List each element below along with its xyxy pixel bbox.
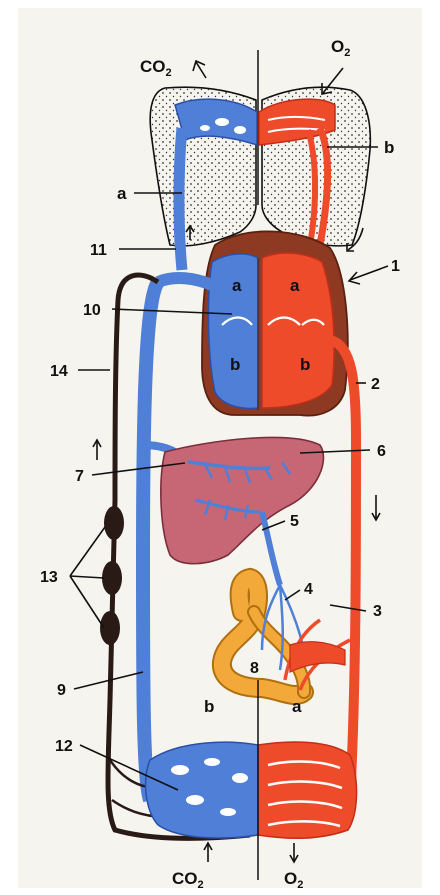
heart (202, 231, 348, 415)
label-10: 10 (83, 302, 101, 319)
label-12: 12 (55, 738, 73, 755)
label-14: 14 (50, 363, 68, 380)
lymph-node-icon (100, 611, 120, 645)
label-11: 11 (90, 242, 107, 259)
label-capillary-b: b (204, 697, 214, 716)
label-heart-right-ventricle: b (230, 355, 240, 374)
label-heart-left-ventricle: b (300, 355, 310, 374)
lymph-node-icon (102, 561, 122, 595)
lymph-node-icon (104, 506, 124, 540)
label-heart-right-atrium: a (232, 276, 242, 295)
label-13: 13 (40, 569, 58, 586)
label-lung-a: a (117, 184, 127, 203)
label-2: 2 (371, 376, 380, 393)
label-3: 3 (373, 603, 382, 620)
label-heart-left-atrium: a (290, 276, 300, 295)
label-lung-b: b (384, 138, 394, 157)
label-9: 9 (57, 682, 66, 699)
label-5: 5 (290, 513, 299, 530)
label-6: 6 (377, 443, 386, 460)
label-1: 1 (391, 258, 400, 275)
label-4: 4 (304, 581, 313, 598)
pulmonary-artery (179, 128, 182, 270)
label-7: 7 (75, 468, 84, 485)
label-8: 8 (250, 660, 259, 677)
label-capillary-a: a (292, 697, 302, 716)
